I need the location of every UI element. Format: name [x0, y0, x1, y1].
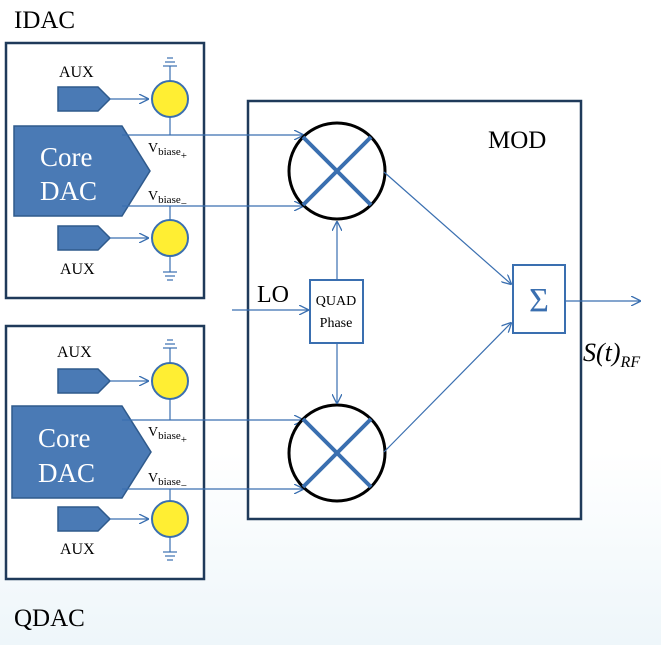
idac-core-line2: DAC — [40, 176, 97, 206]
idac-aux-bottom-label: AUX — [60, 261, 95, 278]
qdac-core-line1: Core — [38, 423, 91, 453]
mixer-i-icon — [287, 121, 387, 221]
idac-aux-top-buffer — [57, 86, 112, 112]
qdac-aux-top-buffer — [57, 368, 112, 394]
idac-aux-bottom-buffer — [57, 225, 112, 251]
qdac-ground-bottom-icon — [163, 551, 177, 561]
summer-block — [512, 264, 566, 334]
mixer-q-icon — [287, 403, 387, 503]
quad-label-line2: Phase — [320, 316, 353, 331]
idac-source-bottom — [151, 219, 189, 257]
mixer-i-to-sum-wire — [383, 171, 511, 284]
qdac-vbias-plus-label: Vbiase+ — [148, 425, 187, 446]
idac-core-dac — [13, 125, 151, 217]
idac-ground-top-icon — [163, 57, 177, 67]
qdac-aux-top-label: AUX — [57, 344, 92, 361]
lo-label: LO — [257, 282, 289, 308]
idac-source-top — [151, 80, 189, 118]
idac-vbias-plus-label: Vbiase+ — [148, 141, 187, 162]
qdac-ground-top-icon — [163, 339, 177, 349]
idac-label: IDAC — [14, 7, 75, 34]
qdac-aux-bottom-label: AUX — [60, 541, 95, 558]
quad-phase-block — [309, 279, 364, 344]
mixer-q-to-sum-wire — [383, 323, 511, 453]
idac-core-line1: Core — [40, 142, 93, 172]
qdac-core-line2: DAC — [38, 458, 95, 488]
mod-label: MOD — [488, 127, 546, 154]
qdac-source-bottom — [151, 500, 189, 538]
qdac-label: QDAC — [14, 605, 85, 632]
qdac-source-top — [151, 362, 189, 400]
idac-aux-top-label: AUX — [59, 64, 94, 81]
sum-icon: Σ — [529, 282, 549, 319]
quad-label-line1: QUAD — [316, 294, 356, 309]
output-label: S(t)RF — [583, 338, 640, 371]
idac-vbias-minus-label: Vbiase− — [148, 189, 187, 210]
qdac-aux-bottom-buffer — [57, 506, 112, 532]
qdac-vbias-minus-label: Vbiase− — [148, 471, 187, 492]
qdac-core-dac — [11, 405, 152, 499]
idac-ground-bottom-icon — [163, 271, 177, 281]
